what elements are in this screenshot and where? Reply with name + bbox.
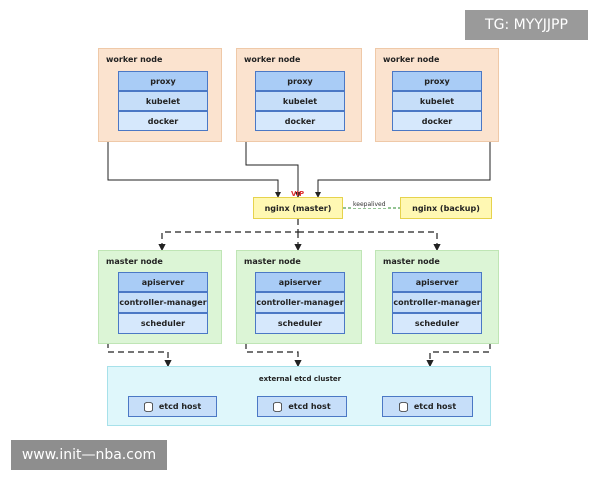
master-node-title: master node xyxy=(244,257,301,266)
apiserver-component: apiserver xyxy=(118,272,208,292)
worker-node-title: worker node xyxy=(106,55,163,64)
vip-label: VIP xyxy=(291,190,305,198)
proxy-component: proxy xyxy=(118,71,208,91)
master-node-title: master node xyxy=(106,257,163,266)
database-icon xyxy=(398,401,408,412)
watermark-bottom: www.init—nba.com xyxy=(11,440,167,470)
worker-node-3: worker node proxy kubelet docker xyxy=(375,48,499,142)
database-icon xyxy=(273,401,283,412)
kubelet-component: kubelet xyxy=(255,91,345,111)
watermark-top: TG: MYYJJPP xyxy=(465,10,588,40)
apiserver-component: apiserver xyxy=(392,272,482,292)
kubelet-component: kubelet xyxy=(118,91,208,111)
proxy-component: proxy xyxy=(255,71,345,91)
etcd-cluster: external etcd cluster etcd host etcd hos… xyxy=(107,366,491,426)
master-node-1: master node apiserver controller-manager… xyxy=(98,250,222,344)
kubelet-component: kubelet xyxy=(392,91,482,111)
keepalived-label: keepalived xyxy=(352,201,387,208)
etcd-host-1: etcd host xyxy=(128,396,217,417)
scheduler-component: scheduler xyxy=(392,313,482,334)
database-icon xyxy=(143,401,153,412)
controller-manager-component: controller-manager xyxy=(255,292,345,313)
etcd-host-label: etcd host xyxy=(413,402,457,411)
worker-node-title: worker node xyxy=(383,55,440,64)
apiserver-component: apiserver xyxy=(255,272,345,292)
etcd-host-label: etcd host xyxy=(158,402,202,411)
etcd-host-2: etcd host xyxy=(257,396,347,417)
master-node-3: master node apiserver controller-manager… xyxy=(375,250,499,344)
docker-component: docker xyxy=(118,111,208,131)
master-node-2: master node apiserver controller-manager… xyxy=(236,250,362,344)
nginx-backup: nginx (backup) xyxy=(400,197,492,219)
scheduler-component: scheduler xyxy=(255,313,345,334)
etcd-host-3: etcd host xyxy=(382,396,473,417)
worker-node-1: worker node proxy kubelet docker xyxy=(98,48,222,142)
controller-manager-component: controller-manager xyxy=(392,292,482,313)
docker-component: docker xyxy=(255,111,345,131)
worker-node-title: worker node xyxy=(244,55,301,64)
worker-node-2: worker node proxy kubelet docker xyxy=(236,48,362,142)
lb-to-apiserver-lines xyxy=(158,219,441,252)
nginx-master: nginx (master) xyxy=(253,197,343,219)
controller-manager-component: controller-manager xyxy=(118,292,208,313)
docker-component: docker xyxy=(392,111,482,131)
scheduler-component: scheduler xyxy=(118,313,208,334)
etcd-host-label: etcd host xyxy=(288,402,331,411)
master-node-title: master node xyxy=(383,257,440,266)
proxy-component: proxy xyxy=(392,71,482,91)
etcd-cluster-title: external etcd cluster xyxy=(258,375,342,383)
